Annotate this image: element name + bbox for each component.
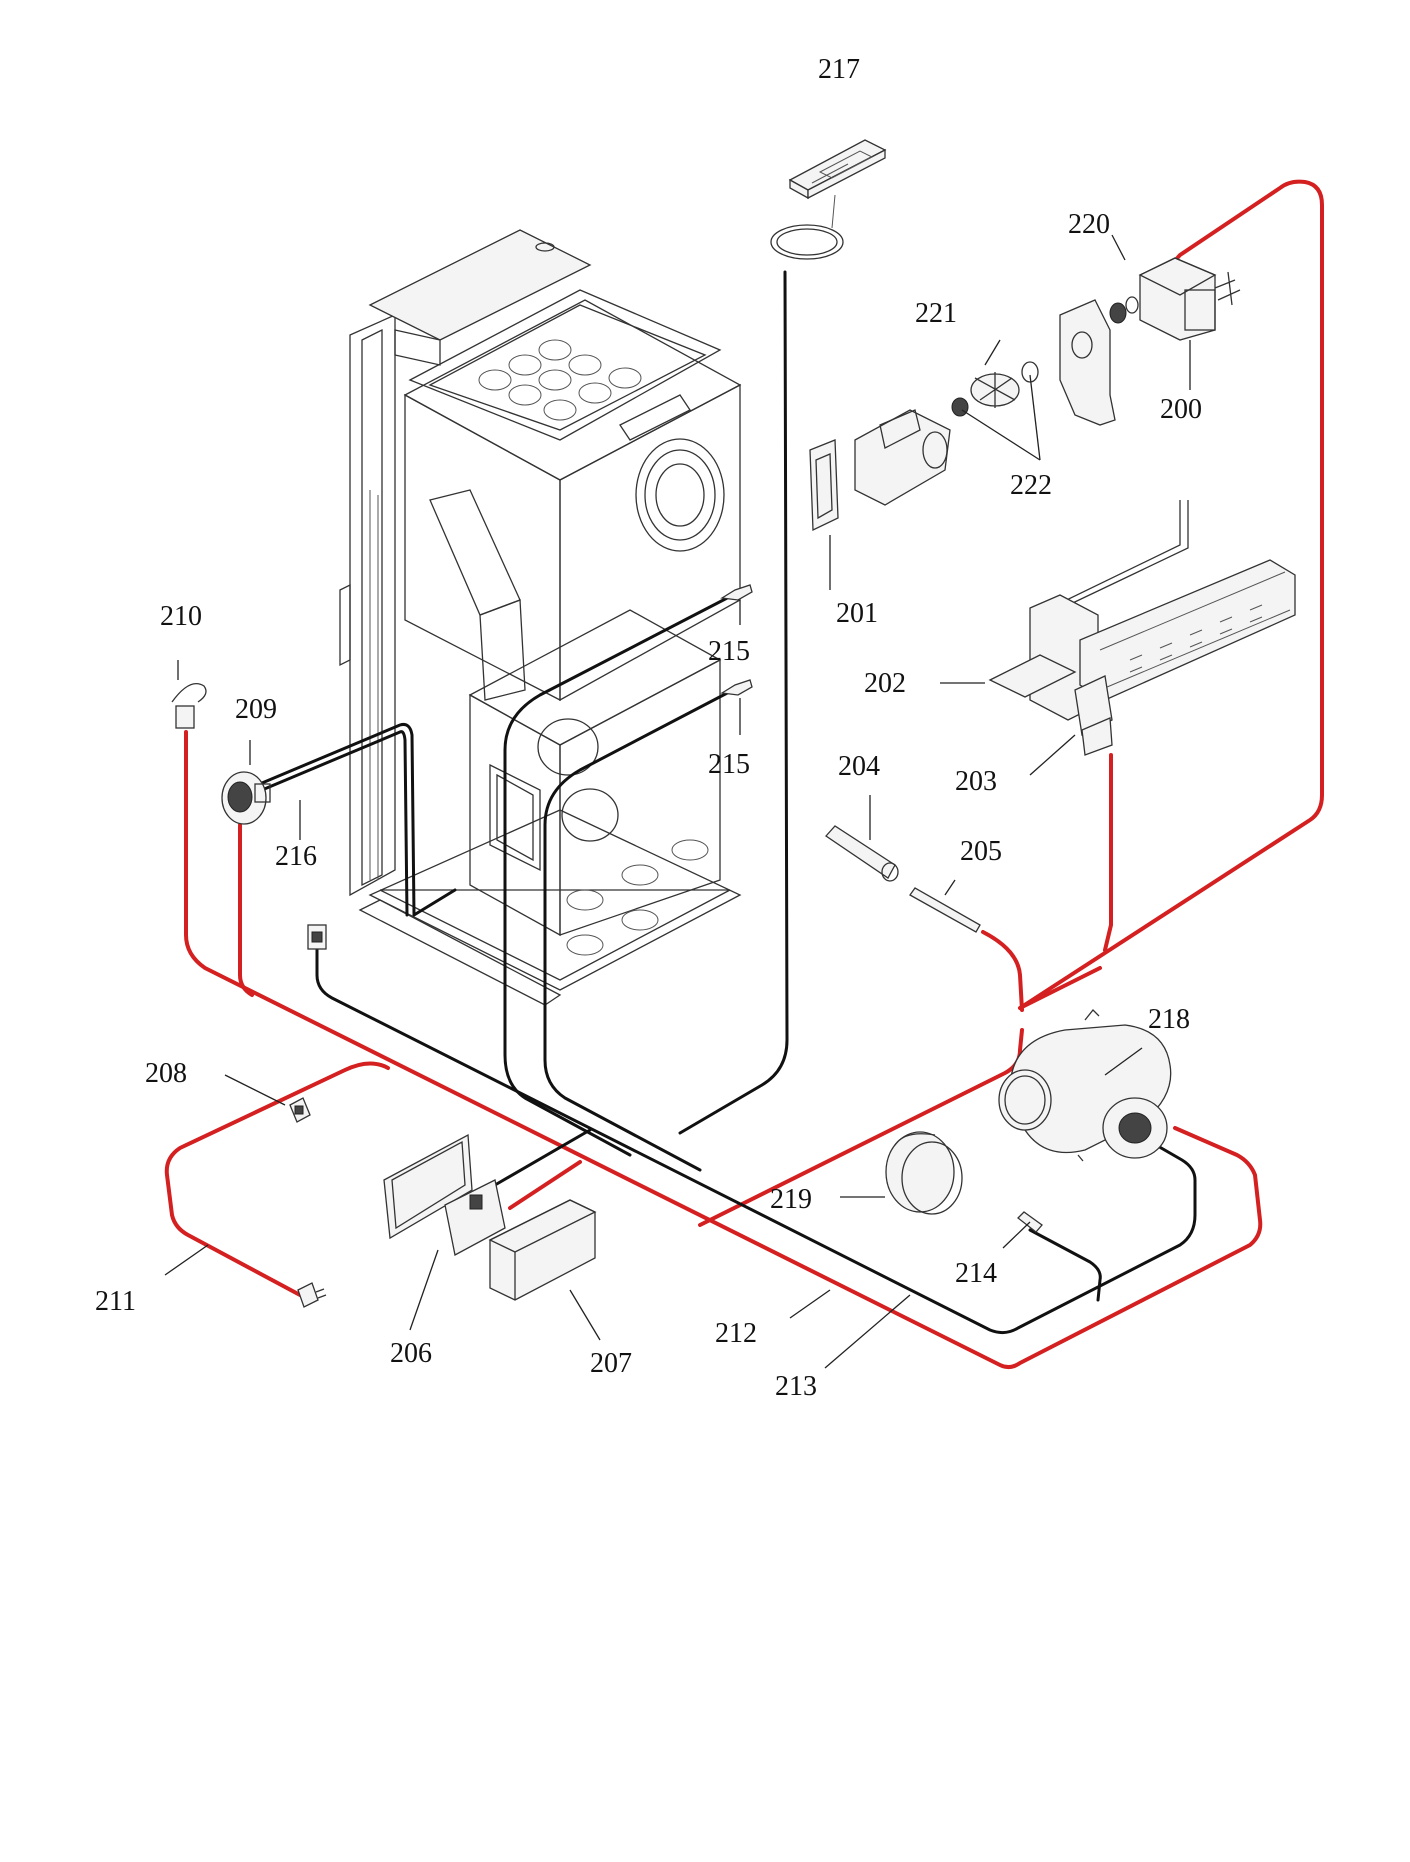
part-201-bracket: [809, 409, 951, 532]
part-204-heater: [825, 825, 899, 882]
label-213: 213: [775, 1371, 817, 1402]
wire-209: [238, 823, 254, 997]
wire-216: [260, 723, 457, 917]
part-215-probes: [720, 584, 753, 696]
part-208-switch: [289, 1097, 311, 1123]
label-218: 218: [1148, 1004, 1190, 1035]
label-208: 208: [145, 1058, 187, 1089]
wire-to-206: [493, 1128, 592, 1187]
wire-cross: [1018, 966, 1102, 1010]
part-211-plug: [297, 1282, 327, 1308]
label-222: 222: [1010, 470, 1052, 501]
part-219-cap: [885, 1131, 963, 1215]
label-202: 202: [864, 668, 906, 699]
black-wire-harness: [260, 270, 1197, 1335]
label-204: 204: [838, 751, 880, 782]
label-211: 211: [95, 1286, 136, 1317]
label-207: 207: [590, 1348, 632, 1379]
base-holes: [566, 839, 709, 956]
wire-215-lower: [543, 688, 735, 1172]
label-205: 205: [960, 836, 1002, 867]
label-200: 200: [1160, 394, 1202, 425]
label-220: 220: [1068, 209, 1110, 240]
part-217-control-panel: [770, 139, 887, 260]
label-201: 201: [836, 598, 878, 629]
wire-210: [184, 730, 1263, 1370]
label-215-upper: 215: [708, 636, 750, 667]
wire-to-205: [981, 930, 1024, 1012]
label-221: 221: [915, 298, 957, 329]
red-wire-harness: [164, 179, 1324, 1370]
part-205-probe: [909, 887, 981, 933]
label-212: 212: [715, 1318, 757, 1349]
part-209-pressure-switch: [221, 771, 271, 825]
label-203: 203: [955, 766, 997, 797]
harness-connector: [307, 924, 327, 950]
part-200-motor: [1059, 257, 1241, 426]
label-216: 216: [275, 841, 317, 872]
leader-lines: [164, 234, 1191, 1369]
part-number-labels: 217 220 221 200 222 201 202 203 204 205 …: [95, 54, 1202, 1402]
part-221-agitator: [951, 361, 1039, 417]
stove-body: [339, 229, 742, 1006]
part-210-sensor: [171, 682, 207, 729]
wire-217: [678, 270, 789, 1135]
wire-211: [164, 1061, 390, 1297]
label-219: 219: [770, 1184, 812, 1215]
burner-holes: [478, 339, 642, 421]
part-207-electronic-box: [488, 1199, 597, 1301]
label-214: 214: [955, 1258, 997, 1289]
wire-to-203: [1103, 753, 1113, 952]
label-215-lower: 215: [708, 749, 750, 780]
wire-to-206: [508, 1160, 582, 1210]
wire-to-200: [698, 179, 1324, 1227]
label-206: 206: [390, 1338, 432, 1369]
part-202-203-fan-assembly: [988, 500, 1296, 756]
wire-214: [1028, 1228, 1102, 1302]
label-210: 210: [160, 601, 202, 632]
wire-215-upper: [503, 593, 735, 1157]
part-206-circuit-board: [383, 1133, 506, 1256]
label-209: 209: [235, 694, 277, 725]
part-218-smoke-fan: [998, 1009, 1172, 1162]
label-217: 217: [818, 54, 860, 85]
